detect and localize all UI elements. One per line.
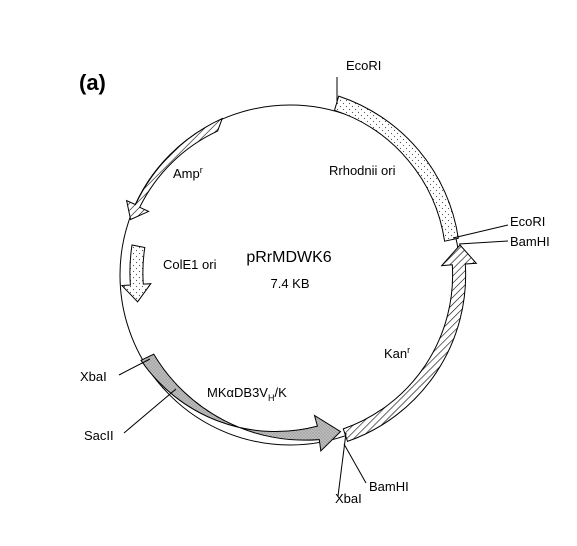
sacii-leader [123, 388, 177, 434]
kan-resistance-arrow [342, 244, 478, 443]
panel-label: (a) [79, 70, 106, 95]
mk-db3-arrow [140, 353, 342, 453]
kan-label: Kanr [384, 345, 410, 361]
bamhi-bottom-label: BamHI [369, 479, 409, 494]
ecori-right-label: EcoRI [510, 214, 545, 229]
amp-resistance-arrow [125, 117, 224, 221]
cole1-label: ColE1 ori [163, 257, 217, 272]
bamhi-bottom-leader [343, 443, 367, 484]
plasmid-size: 7.4 KB [270, 276, 309, 291]
rhodnii-ori-label: Rrhodnii ori [329, 163, 396, 178]
mk-db3-label: MKαDB3VH/K [207, 385, 287, 403]
cole1-ori-arrow [120, 244, 152, 303]
xbai-left-label: XbaI [80, 369, 107, 384]
rhodnii-ori-segment [333, 95, 459, 242]
sacii-label: SacII [84, 428, 114, 443]
plasmid-name: pRrMDWK6 [246, 249, 331, 266]
xbai-bottom-leader [337, 432, 347, 497]
xbai-bottom-label: XbaI [335, 491, 362, 506]
ecori-right-leader [452, 224, 509, 239]
bamhi-right-label: BamHI [510, 234, 550, 249]
bamhi-right-leader [458, 240, 509, 245]
amp-label: Ampr [173, 165, 203, 181]
ecori-top-label: EcoRI [346, 58, 381, 73]
xbai-left-leader [118, 358, 151, 376]
